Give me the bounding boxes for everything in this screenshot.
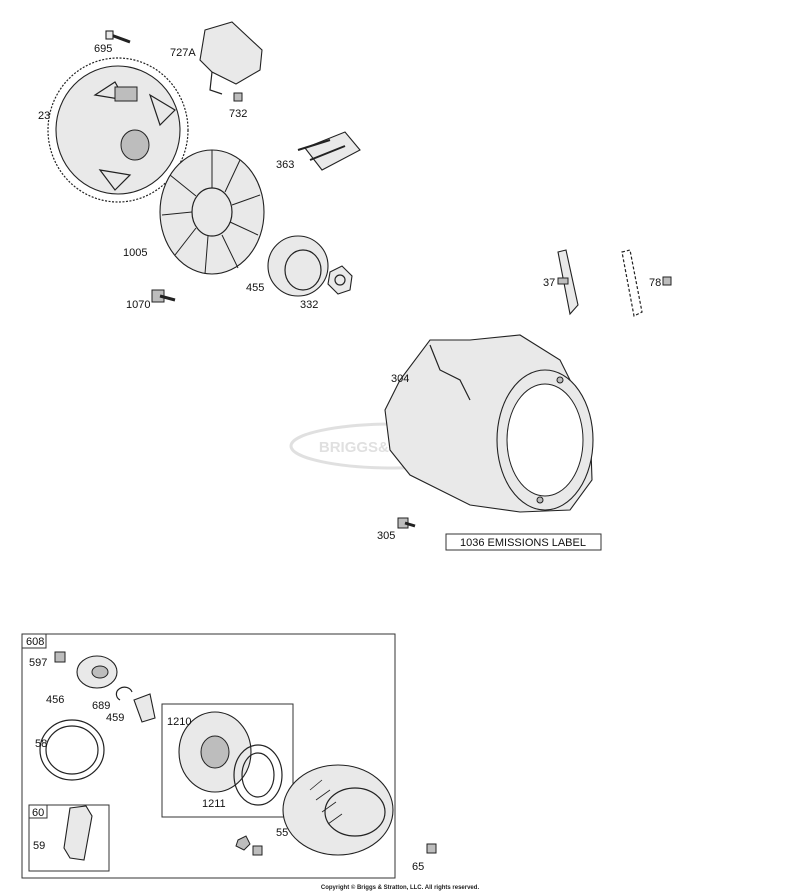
label-455: 455 (246, 282, 264, 294)
pawl-459 (133, 693, 156, 723)
bolt-695 (105, 30, 131, 44)
rewind-starter-group (21, 633, 396, 879)
label-1005: 1005 (123, 247, 147, 259)
label-332: 332 (300, 299, 318, 311)
label-456: 456 (46, 694, 64, 706)
bracket-727a (199, 21, 263, 95)
cup-455 (267, 235, 329, 297)
label-23: 23 (38, 110, 50, 122)
label-305: 305 (377, 530, 395, 542)
label-304: 304 (391, 373, 409, 385)
label-608: 608 (26, 636, 44, 648)
label-37: 37 (543, 277, 555, 289)
copyright-text: Copyright © Briggs & Stratton, LLC. All … (321, 884, 480, 891)
label-78: 78 (649, 277, 661, 289)
fan-1005 (159, 149, 265, 275)
label-695: 695 (94, 43, 112, 55)
label-732: 732 (229, 108, 247, 120)
flywheel-23 (47, 57, 189, 203)
label-363: 363 (276, 159, 294, 171)
screw-55-nut (235, 835, 263, 856)
handle-group-60 (28, 804, 110, 872)
pulley-456 (76, 655, 118, 689)
emissions-label-text: 1036 EMISSIONS LABEL (460, 537, 586, 549)
label-60: 60 (32, 807, 44, 819)
spring-58 (39, 719, 105, 781)
screw-305 (397, 517, 416, 529)
label-597: 597 (29, 657, 47, 669)
emissions-label-box: 1036 EMISSIONS LABEL (445, 533, 602, 551)
label-55: 55 (276, 827, 288, 839)
ring-689 (115, 686, 133, 701)
label-1070: 1070 (126, 299, 150, 311)
label-59: 59 (33, 840, 45, 852)
screw-65 (426, 843, 437, 854)
label-65: 65 (412, 861, 424, 873)
screw-732 (233, 92, 243, 102)
label-459: 459 (106, 712, 124, 724)
blower-housing-304 (384, 334, 594, 513)
bolt-1070 (151, 289, 176, 303)
label-1210: 1210 (167, 716, 191, 728)
nut-332 (327, 265, 353, 295)
pulley-group-1210 (161, 703, 294, 818)
gasket-78 (621, 249, 672, 317)
starter-cover-55 (282, 764, 394, 856)
screw-597 (54, 651, 66, 663)
label-689: 689 (92, 700, 110, 712)
plate-37 (557, 249, 579, 316)
label-727a: 727A (170, 47, 196, 59)
armature-363 (297, 131, 361, 171)
label-58: 58 (35, 738, 47, 750)
label-1211: 1211 (202, 798, 226, 810)
